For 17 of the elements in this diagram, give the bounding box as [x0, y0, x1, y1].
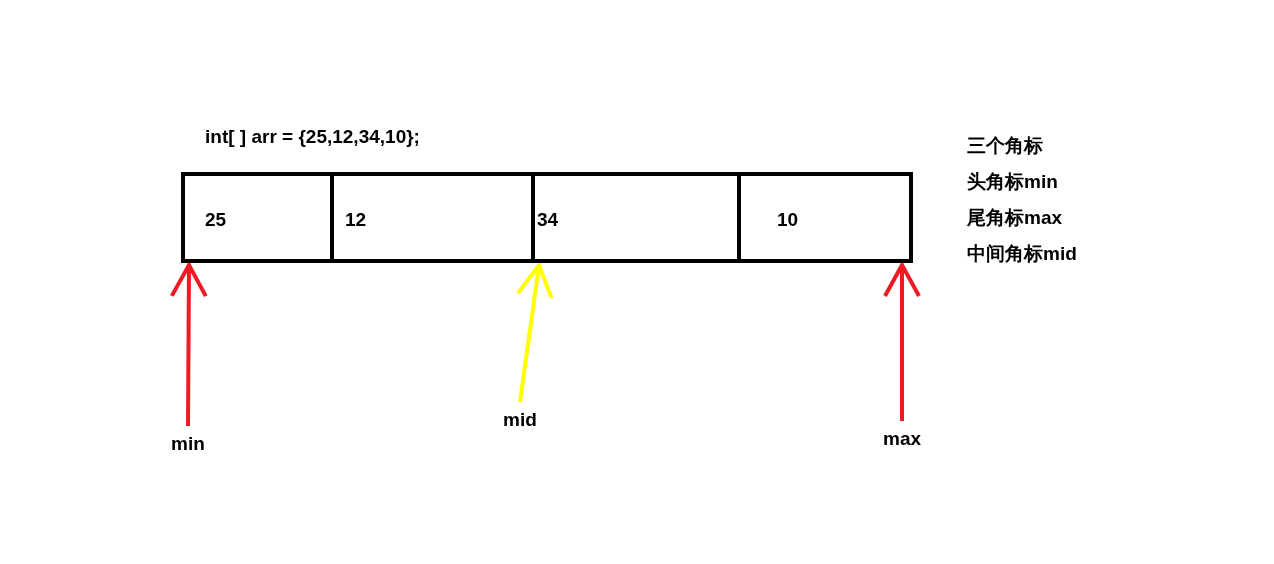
arrow: [169, 263, 208, 426]
array-cell: [331, 172, 535, 263]
index-label: max: [875, 427, 929, 451]
arrow: [883, 263, 921, 421]
index-label: mid: [495, 408, 545, 432]
index-label: min: [163, 432, 213, 456]
cell-value: 25: [205, 208, 227, 232]
note-text: 头角标min: [967, 170, 1058, 194]
note-text: 尾角标max: [967, 206, 1063, 230]
cell-value: 10: [777, 208, 799, 232]
note-text: 中间角标mid: [967, 242, 1077, 266]
arrow: [515, 263, 554, 403]
cell-value: 34: [537, 208, 559, 232]
array-cell: [181, 172, 334, 263]
cell-value: 12: [345, 208, 367, 232]
note-text: 三个角标: [967, 134, 1043, 158]
code-line: int[ ] arr = {25,12,34,10};: [205, 125, 420, 149]
